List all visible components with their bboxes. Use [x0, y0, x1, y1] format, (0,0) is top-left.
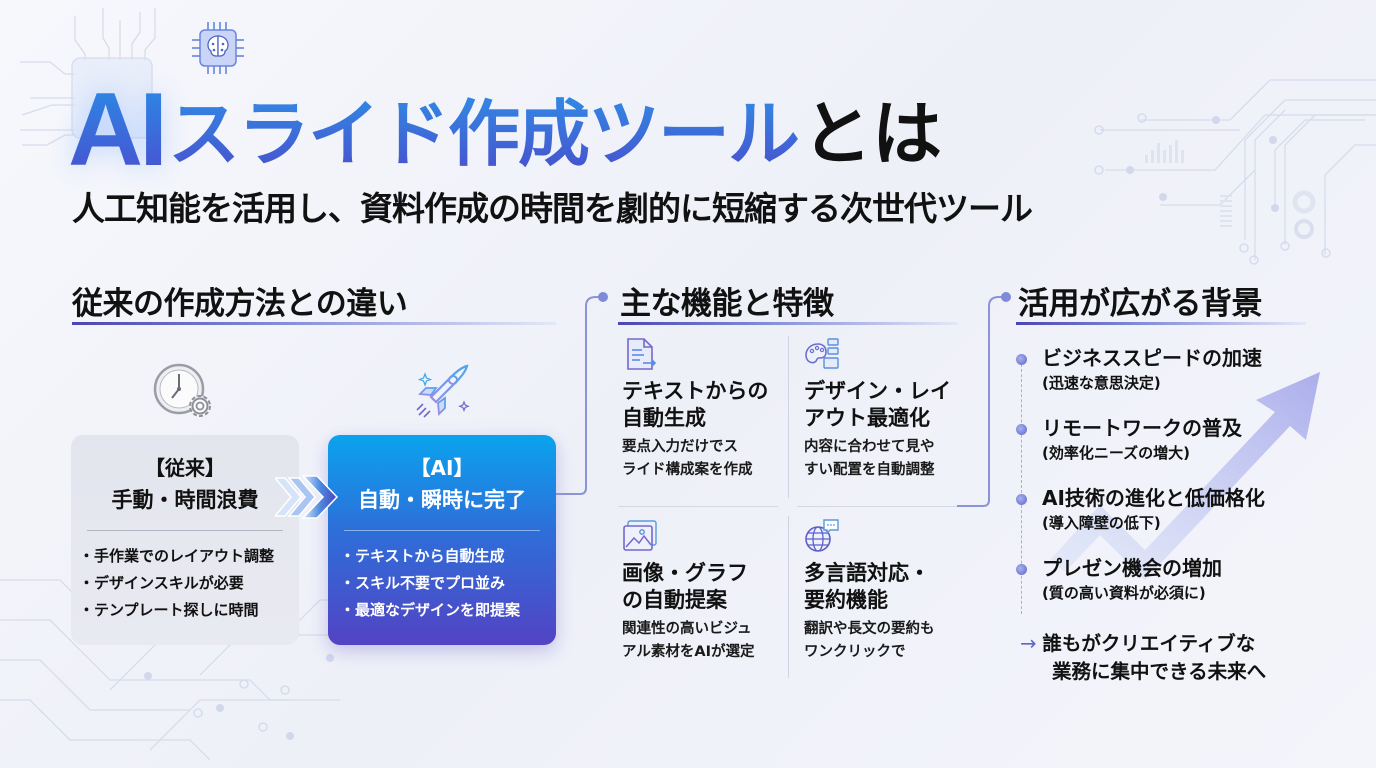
feature-desc-line: 関連性の高いビジュ: [622, 621, 752, 637]
list-item: ・テンプレート探しに時間: [79, 601, 259, 619]
feature-desc-line: ワンクリックで: [804, 644, 906, 660]
document-arrow-icon: [627, 338, 657, 370]
feature-title-line: 要約機能: [804, 588, 888, 612]
title-ai: AI: [68, 72, 168, 188]
factor-note: (効率化ニーズの増大): [1042, 444, 1190, 462]
list-item: プレゼン機会の増加 (質の高い資料が必須に): [1016, 554, 1265, 624]
subtitle: 人工知能を活用し、資料作成の時間を劇的に短縮する次世代ツール: [72, 189, 1033, 228]
section-heading-background: 活用が広がる背景: [1018, 286, 1263, 322]
feature-title-line: アウト最適化: [804, 406, 930, 430]
list-item: リモートワークの普及 (効率化ニーズの増大): [1016, 414, 1265, 484]
bullet-dot-icon: [1016, 424, 1027, 435]
feature-card-multilingual: 多言語対応・要約機能 翻訳や長文の要約もワンクリックで: [804, 518, 974, 664]
rocket-icon: [416, 364, 470, 418]
ai-points: ・テキストから自動生成 ・スキル不要でプロ並み ・最適なデザインを即提案: [340, 543, 520, 624]
factor-title: AI技術の進化と低価格化: [1042, 486, 1265, 510]
traditional-method-card: 【従来】 手動・時間浪費 ・手作業でのレイアウト調整 ・デザインスキルが必要 ・…: [71, 435, 299, 645]
grid-divider: [797, 506, 957, 507]
title-main: スライド作成ツール: [168, 88, 800, 180]
factor-title: リモートワークの普及: [1042, 416, 1242, 440]
list-item: AI技術の進化と低価格化 (導入障壁の低下): [1016, 484, 1265, 554]
brain-chip-icon: [192, 22, 244, 74]
feature-card-image-suggestion: 画像・グラフの自動提案 関連性の高いビジュアル素材をAIが選定: [622, 518, 792, 664]
list-item: ・スキル不要でプロ並み: [340, 574, 506, 592]
feature-desc-line: 要点入力だけでス: [622, 439, 738, 455]
feature-desc-line: アル素材をAIが選定: [622, 644, 755, 660]
ai-headline: 自動・瞬時に完了: [358, 488, 526, 512]
image-gallery-icon: [623, 520, 657, 551]
feature-desc-line: 翻訳や長文の要約も: [804, 621, 935, 637]
palette-layout-icon: [805, 338, 839, 369]
feature-desc-line: 内容に合わせて見や: [804, 439, 935, 455]
factor-note: (導入障壁の低下): [1042, 514, 1161, 532]
page-title: AI スライド作成ツール とは: [68, 70, 943, 188]
bullet-dot-icon: [1016, 564, 1027, 575]
divider: [344, 530, 540, 531]
traditional-points: ・手作業でのレイアウト調整 ・デザインスキルが必要 ・テンプレート探しに時間: [79, 543, 274, 624]
feature-card-text-generation: テキストからの自動生成 要点入力だけでスライド構成案を作成: [622, 336, 792, 482]
timeline-dashed-line: [1021, 364, 1022, 614]
list-item: ・デザインスキルが必要: [79, 574, 244, 592]
title-suffix: とは: [802, 93, 943, 175]
factor-note: (迅速な意思決定): [1042, 374, 1161, 392]
feature-title-line: の自動提案: [622, 588, 727, 612]
heading-underline: [1016, 322, 1306, 325]
feature-card-design-layout: デザイン・レイアウト最適化 内容に合わせて見やすい配置を自動調整: [804, 336, 974, 482]
list-item: ・手作業でのレイアウト調整: [79, 547, 275, 565]
grid-divider: [618, 506, 778, 507]
conclusion-line: 業務に集中できる未来へ: [1052, 660, 1267, 683]
ai-label: 【AI】: [410, 456, 474, 480]
right-arrow-icon: →: [1020, 632, 1037, 655]
section-heading-features: 主な機能と特徴: [620, 286, 834, 322]
ai-method-card: 【AI】 自動・瞬時に完了 ・テキストから自動生成 ・スキル不要でプロ並み ・最…: [328, 435, 556, 645]
clock-gear-icon: [153, 363, 211, 417]
factor-title: ビジネススピードの加速: [1042, 346, 1262, 370]
grid-divider: [788, 516, 789, 678]
factor-note: (質の高い資料が必須に): [1042, 584, 1206, 602]
traditional-label: 【従来】: [145, 456, 225, 480]
list-item: ・テキストから自動生成: [340, 547, 505, 565]
heading-underline: [72, 322, 556, 325]
background-factors-list: ビジネススピードの加速 (迅速な意思決定) リモートワークの普及 (効率化ニーズ…: [1016, 344, 1265, 624]
bullet-dot-icon: [1016, 354, 1027, 365]
grid-divider: [788, 336, 789, 498]
feature-title-line: 画像・グラフ: [622, 561, 748, 585]
feature-desc-line: ライド構成案を作成: [622, 462, 753, 478]
feature-title-line: 多言語対応・: [804, 561, 930, 585]
conclusion-line: 誰もがクリエイティブな: [1042, 632, 1256, 655]
section-heading-comparison: 従来の作成方法との違い: [72, 286, 408, 322]
divider: [87, 530, 283, 531]
feature-title-line: テキストからの: [622, 379, 769, 403]
traditional-headline: 手動・時間浪費: [111, 488, 259, 512]
factor-title: プレゼン機会の増加: [1042, 556, 1222, 580]
feature-title-line: 自動生成: [622, 406, 706, 430]
feature-title-line: デザイン・レイ: [804, 379, 951, 403]
transition-arrow-icon: [275, 475, 339, 519]
globe-chat-icon: [805, 519, 839, 552]
list-item: ・最適なデザインを即提案: [340, 601, 521, 619]
feature-desc-line: すい配置を自動調整: [804, 462, 935, 478]
heading-underline: [618, 322, 958, 325]
list-item: ビジネススピードの加速 (迅速な意思決定): [1016, 344, 1265, 414]
bullet-dot-icon: [1016, 494, 1027, 505]
conclusion-text: →誰もがクリエイティブな 業務に集中できる未来へ: [1020, 630, 1266, 686]
